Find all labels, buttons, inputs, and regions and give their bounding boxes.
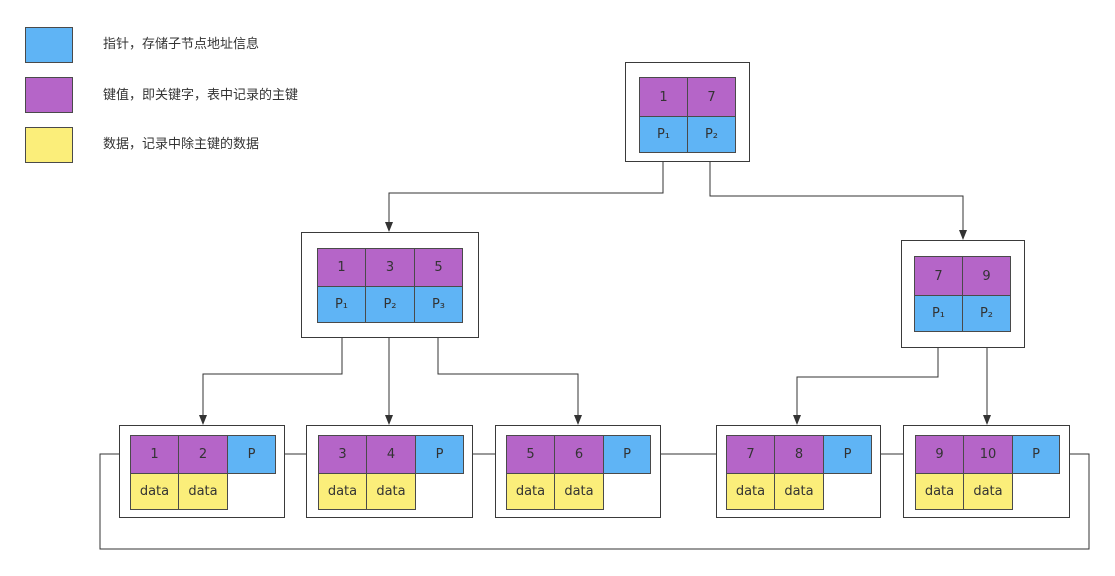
internal-left-key-3: 5 bbox=[414, 248, 463, 287]
leaf1-pointer: P bbox=[227, 435, 276, 474]
root-p2-link bbox=[709, 152, 967, 240]
leaf2-key-1: 3 bbox=[318, 435, 367, 474]
leaf5-pointer: P bbox=[1012, 435, 1060, 474]
internal-right-pointer-2: P₂ bbox=[962, 295, 1011, 332]
leaf1-key-2: 2 bbox=[178, 435, 228, 474]
leaf4-data-2: data bbox=[774, 473, 824, 510]
leaf3-pointer: P bbox=[603, 435, 651, 474]
leaf2-data-2: data bbox=[366, 473, 416, 510]
root-pointer-1: P₁ bbox=[639, 116, 688, 153]
internal-right-p1-link bbox=[793, 332, 939, 425]
internal-right-key-1: 7 bbox=[914, 256, 963, 296]
internal-right-key-2: 9 bbox=[962, 256, 1011, 296]
leaf5-key-2: 10 bbox=[963, 435, 1013, 474]
leaf3-key-1: 5 bbox=[506, 435, 555, 474]
internal-left-pointer-3: P₃ bbox=[414, 286, 463, 323]
leaf4-key-2: 8 bbox=[774, 435, 824, 474]
internal-left-key-2: 3 bbox=[365, 248, 415, 287]
internal-left-p1-link bbox=[199, 323, 343, 425]
leaf2-data-1: data bbox=[318, 473, 367, 510]
legend-pointer-swatch bbox=[25, 27, 73, 63]
internal-left-p3-link bbox=[437, 323, 582, 425]
leaf5-data-1: data bbox=[915, 473, 964, 510]
leaf1-data-1: data bbox=[130, 473, 179, 510]
legend-data-swatch bbox=[25, 127, 73, 163]
leaf4-data-1: data bbox=[726, 473, 775, 510]
root-key-2: 7 bbox=[687, 77, 736, 117]
leaf1-data-2: data bbox=[178, 473, 228, 510]
internal-left-key-1: 1 bbox=[317, 248, 366, 287]
leaf2-pointer: P bbox=[415, 435, 464, 474]
legend-pointer-label: 指针，存储子节点地址信息 bbox=[103, 37, 260, 52]
leaf3-key-2: 6 bbox=[554, 435, 604, 474]
leaf5-data-2: data bbox=[963, 473, 1013, 510]
leaf5-key-1: 9 bbox=[915, 435, 964, 474]
legend-data-label: 数据，记录中除主键的数据 bbox=[103, 137, 260, 152]
root-p1-link bbox=[385, 152, 664, 232]
internal-right-pointer-1: P₁ bbox=[914, 295, 963, 332]
legend-key-label: 键值，即关键字，表中记录的主键 bbox=[103, 88, 299, 103]
root-pointer-2: P₂ bbox=[687, 116, 736, 153]
root-key-1: 1 bbox=[639, 77, 688, 117]
internal-left-pointer-1: P₁ bbox=[317, 286, 366, 323]
leaf2-key-2: 4 bbox=[366, 435, 416, 474]
leaf1-key-1: 1 bbox=[130, 435, 179, 474]
legend-key-swatch bbox=[25, 77, 73, 113]
leaf-wrap-link bbox=[99, 450, 1090, 550]
leaf4-key-1: 7 bbox=[726, 435, 775, 474]
internal-left-pointer-2: P₂ bbox=[365, 286, 415, 323]
leaf3-data-2: data bbox=[554, 473, 604, 510]
leaf3-data-1: data bbox=[506, 473, 555, 510]
leaf4-pointer: P bbox=[823, 435, 872, 474]
